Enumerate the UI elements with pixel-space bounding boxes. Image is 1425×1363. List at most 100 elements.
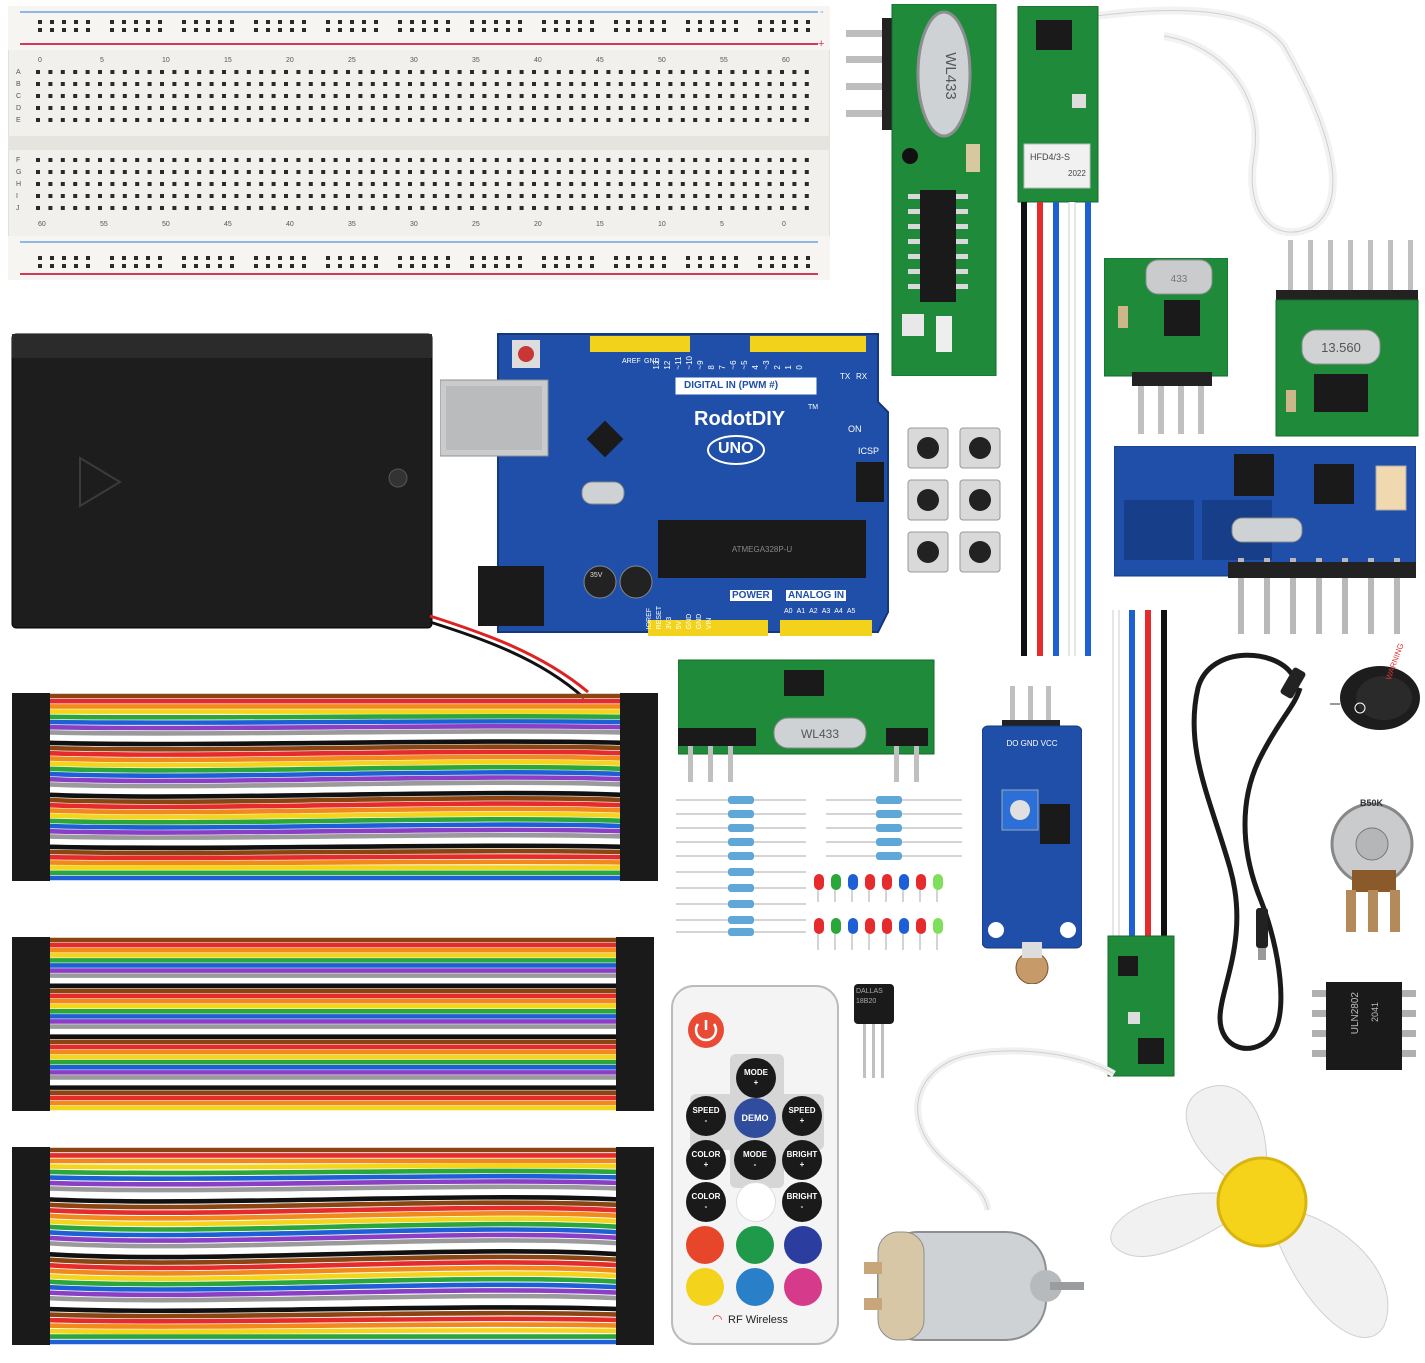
remote-mode-minus-button[interactable]: MODE-: [734, 1140, 776, 1180]
jumper-wire: [47, 1293, 619, 1303]
wire-connector: [620, 833, 658, 840]
remote-white-button[interactable]: [736, 1182, 776, 1222]
potentiometer-label: B50K: [1360, 798, 1384, 808]
arduino-pin-label: GND: [686, 613, 693, 630]
remote-speed-minus-button[interactable]: SPEED-: [686, 1096, 726, 1136]
wire-connector: [12, 1105, 50, 1111]
breadboard-row-letter: H: [16, 181, 21, 188]
wire-connector: [616, 993, 654, 999]
jumper-wire: [47, 1216, 619, 1227]
wire-connector: [620, 823, 658, 829]
breadboard-col-number: 0: [38, 57, 42, 64]
led: [831, 874, 841, 902]
wire-connector: [616, 1059, 654, 1066]
wire-connector: [616, 1079, 654, 1086]
wire-connector: [12, 1033, 50, 1040]
wire-connector: [12, 765, 50, 772]
wire-connector: [12, 713, 50, 720]
ds18b20-line2: 18B20: [856, 998, 877, 1005]
wire-connector: [616, 1003, 654, 1010]
wire-connector: [12, 1089, 50, 1096]
jumper-wire: [47, 729, 623, 736]
wire-connector: [12, 1284, 50, 1291]
breadboard-col-number: 25: [472, 221, 480, 228]
jumper-wire: [47, 1282, 619, 1292]
push-buttons-set: [906, 424, 1002, 576]
rf-receiver-module-wl433: WL433: [678, 658, 938, 786]
jumper-wire: [47, 1238, 619, 1249]
jumper-wire: [47, 1288, 619, 1298]
breadboard-row-letter: D: [16, 105, 21, 112]
wire-connector: [616, 1251, 654, 1258]
breadboard-row-letter: I: [16, 193, 18, 200]
arduino-on-label: ON: [848, 424, 862, 434]
wire-connector: [12, 962, 50, 969]
wire-connector: [616, 1089, 654, 1096]
led: [865, 918, 875, 950]
jumper-wire: [47, 1254, 619, 1265]
wire-connector: [620, 776, 658, 783]
jumper-wire: [47, 822, 623, 830]
breadboard-col-number: 50: [658, 57, 666, 64]
wire-connector: [12, 812, 50, 819]
jumper-wire: [47, 713, 623, 720]
jumper-wire: [47, 1179, 619, 1187]
remote-magenta-button[interactable]: [784, 1268, 822, 1306]
wire-connector: [616, 1105, 654, 1111]
jumper-wire: [47, 1243, 619, 1254]
wire-connector: [12, 1223, 50, 1230]
wire-connector: [12, 1245, 50, 1252]
breadboard-col-number: 60: [38, 221, 46, 228]
remote-mode-plus-button[interactable]: MODE+: [736, 1058, 776, 1098]
wire-connector: [620, 771, 658, 777]
wire-connector: [12, 1212, 50, 1219]
breadboard-col-number: 20: [534, 221, 542, 228]
jumper-wires-bundle-2: [8, 926, 658, 1122]
arduino-pin-label: 4: [751, 365, 760, 370]
remote-bright-plus-button[interactable]: BRIGHT+: [782, 1140, 822, 1180]
wire-connector: [620, 875, 658, 881]
remote-speed-plus-sign: +: [799, 1116, 805, 1125]
wire-connector: [12, 1168, 50, 1175]
wire-connector: [620, 781, 658, 788]
remote-cyan-button[interactable]: [736, 1268, 774, 1306]
jumper-wire: [47, 1305, 619, 1314]
jumper-wire: [47, 832, 623, 840]
breadboard-col-number: 10: [162, 57, 170, 64]
led: [848, 918, 858, 950]
breadboard-plus-label: +: [818, 38, 825, 50]
wire-connector: [620, 828, 658, 835]
remote-blue-button[interactable]: [784, 1226, 822, 1264]
wire-connector: [12, 817, 50, 824]
breadboard-row-letter: F: [16, 157, 20, 164]
wire-connector: [12, 1201, 50, 1208]
remote-color-plus-button[interactable]: COLOR+: [686, 1140, 726, 1180]
remote-speed-minus-text: SPEED: [692, 1106, 720, 1116]
wire-connector: [616, 1013, 654, 1020]
jumper-wire: [47, 806, 623, 815]
remote-red-button[interactable]: [686, 1226, 724, 1264]
rf-transmitter-module-wired: [1104, 606, 1180, 1078]
wire-connector: [12, 1251, 50, 1258]
jumper-wire: [47, 1260, 619, 1271]
wire-connector: [616, 987, 654, 994]
wire-connector: [620, 786, 658, 793]
wire-connector: [12, 719, 50, 725]
remote-green-button[interactable]: [736, 1226, 774, 1264]
arduino-pin-label: GND: [696, 613, 703, 630]
wire-connector: [616, 1234, 654, 1241]
breadboard-col-number: 40: [534, 57, 542, 64]
wire-connector: [12, 745, 50, 751]
remote-speed-plus-button[interactable]: SPEED+: [782, 1096, 822, 1136]
wire-connector: [12, 849, 50, 855]
remote-bright-minus-button[interactable]: BRIGHT-: [782, 1182, 822, 1222]
wire-connector: [12, 1163, 50, 1170]
remote-demo-button[interactable]: DEMO: [734, 1098, 776, 1138]
wire-connector: [616, 1147, 654, 1153]
wire-connector: [12, 1043, 50, 1050]
propeller: [1104, 1076, 1420, 1362]
remote-yellow-button[interactable]: [686, 1268, 724, 1306]
jumper-wire: [47, 734, 623, 742]
remote-color-minus-button[interactable]: COLOR-: [686, 1182, 726, 1222]
